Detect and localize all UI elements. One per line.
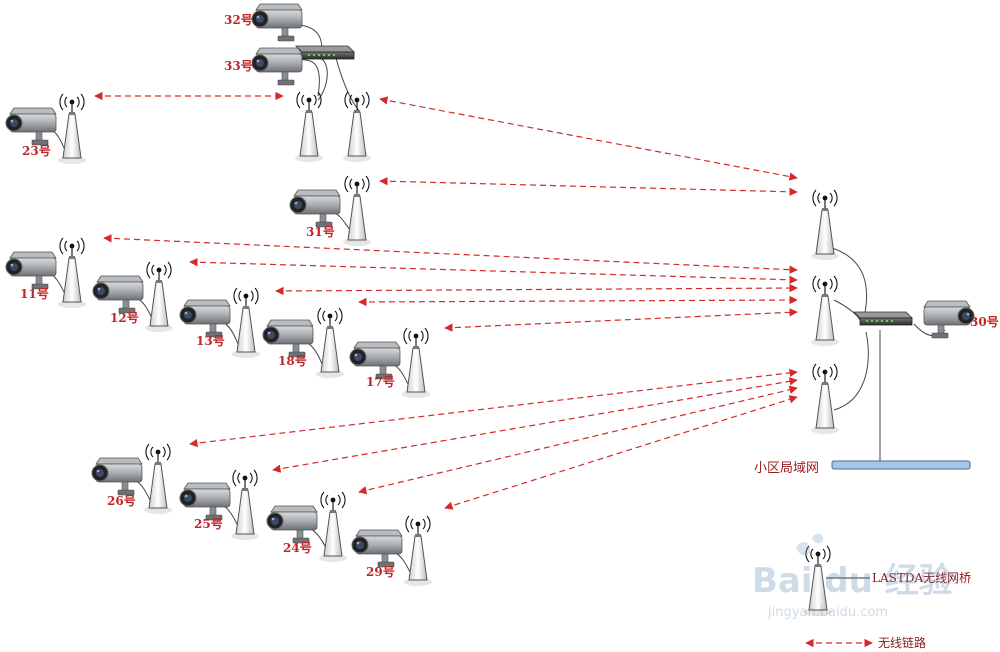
camera-icon-17 xyxy=(349,341,401,380)
legend-link-label: 无线链路 xyxy=(878,635,926,650)
camera-group xyxy=(5,3,974,568)
camera-label-24: 24号 xyxy=(283,540,312,555)
link-31-to-hub xyxy=(379,177,798,196)
camera-label-32: 32号 xyxy=(224,12,253,27)
bridge-icon-33b xyxy=(342,91,372,163)
camera-label-33: 33号 xyxy=(224,58,253,73)
bridge-icon-13 xyxy=(231,287,261,359)
camera-label-11: 11号 xyxy=(20,286,49,301)
camera-label-26: 26号 xyxy=(107,493,136,508)
bridge-icon-33a xyxy=(294,91,324,163)
lan-label: 小区局域网 xyxy=(754,461,819,476)
cable-cam29-ant xyxy=(393,551,411,573)
camera-label-18: 18号 xyxy=(278,353,307,368)
camera-label-25: 25号 xyxy=(194,516,223,531)
bridge-icon-26 xyxy=(143,443,173,515)
link-29-to-hub xyxy=(444,395,798,510)
link-24-to-hub xyxy=(358,385,798,495)
link-18-to-hub xyxy=(358,295,798,307)
link-33-to-hub xyxy=(379,96,798,181)
cable-hub-ant-mid xyxy=(833,299,861,321)
link-13-to-hub xyxy=(275,283,798,296)
bridge-icon-11 xyxy=(57,237,87,309)
paw-icon xyxy=(796,533,824,556)
link-17-to-hub xyxy=(444,308,798,332)
watermark-url: jingyan.baidu.com xyxy=(767,605,888,620)
cable-hub-ant-bottom xyxy=(833,331,869,411)
camera-icon-26 xyxy=(91,457,143,496)
link-26-to-hub xyxy=(189,368,798,448)
camera-icon-32 xyxy=(251,3,303,42)
camera-icon-33 xyxy=(251,47,303,86)
camera-icon-24 xyxy=(266,505,318,544)
bridge-icon-17 xyxy=(401,327,431,399)
watermark-brand: Bai du 经验 xyxy=(752,561,953,601)
camera-label-17: 17号 xyxy=(366,374,395,389)
camera-icon-25 xyxy=(179,482,231,521)
camera-labels: 32号 33号 23号 31号 11号 12号 13号 18号 17号 26号 … xyxy=(20,12,999,579)
camera-label-12: 12号 xyxy=(110,310,139,325)
bridge-icon-31 xyxy=(342,175,372,247)
camera-icon-13 xyxy=(179,299,231,338)
camera-icon-29 xyxy=(351,529,403,568)
camera-icon-30 xyxy=(924,301,974,338)
camera-label-23: 23号 xyxy=(22,143,51,158)
legend: LASTDA无线网桥 无线链路 xyxy=(805,571,971,650)
bridge-icon-hub-mid xyxy=(810,275,840,347)
bridge-icon-23 xyxy=(57,93,87,165)
cable-hub-ant-top xyxy=(831,247,868,319)
cable-switch-ant-b xyxy=(335,57,361,113)
cable-cam33-switch xyxy=(298,59,320,97)
camera-icon-11 xyxy=(5,251,57,290)
cable-cam18-ant xyxy=(304,341,323,365)
bridge-icon-12 xyxy=(144,261,174,333)
camera-icon-18 xyxy=(262,319,314,358)
wireless-links xyxy=(94,91,798,510)
switch-hub xyxy=(853,311,913,326)
camera-label-30: 30号 xyxy=(970,314,999,329)
bridge-icon-hub-bottom xyxy=(810,363,840,435)
link-11-to-hub xyxy=(103,234,798,274)
camera-label-13: 13号 xyxy=(196,333,225,348)
bridge-group xyxy=(57,91,840,617)
bridge-icon-29 xyxy=(403,515,433,587)
watermark: Bai du 经验 jingyan.baidu.com xyxy=(752,533,953,620)
bridge-icon-24 xyxy=(318,491,348,563)
bridge-icon-25 xyxy=(230,469,260,541)
legend-bridge-label: LASTDA无线网桥 xyxy=(872,571,971,585)
cable-cam26-ant xyxy=(133,479,151,501)
camera-label-29: 29号 xyxy=(366,564,395,579)
cable-group xyxy=(47,24,946,573)
lan-bar xyxy=(831,460,971,470)
switch-top xyxy=(295,45,355,60)
bridge-icon-18 xyxy=(315,307,345,379)
link-12-to-hub xyxy=(189,258,798,284)
camera-label-31: 31号 xyxy=(306,224,335,239)
cable-cam25-ant xyxy=(221,504,239,527)
camera-icon-12 xyxy=(92,275,144,314)
camera-icon-23 xyxy=(5,107,57,146)
camera-icon-31 xyxy=(289,189,341,228)
